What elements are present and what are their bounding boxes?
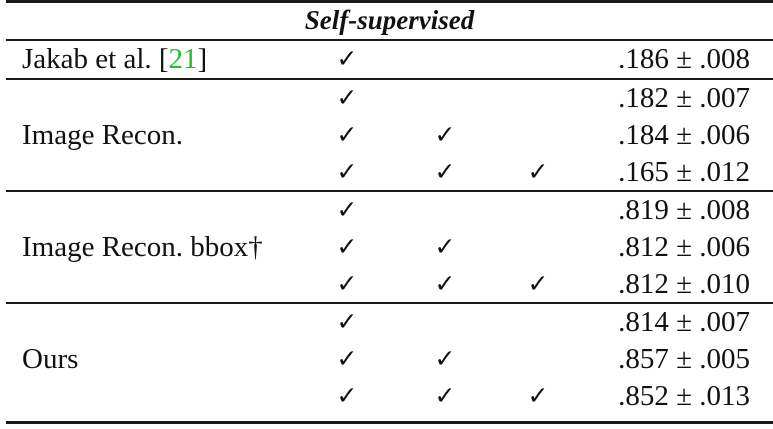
- check-mark: ✓: [336, 83, 358, 112]
- check-mark: ✓: [336, 344, 358, 373]
- check-mark: ✓: [336, 44, 358, 73]
- check-mark: ✓: [434, 381, 456, 410]
- check-mark: ✓: [527, 381, 549, 410]
- group-rule: [6, 302, 773, 304]
- row-label-image-recon: Image Recon.: [22, 119, 184, 151]
- metric-value: .165 ± .012: [618, 156, 750, 188]
- check-mark: ✓: [434, 269, 456, 298]
- check-mark: ✓: [336, 269, 358, 298]
- section-rule: [6, 39, 773, 41]
- metric-value: .819 ± .008: [618, 194, 750, 226]
- check-mark: ✓: [434, 344, 456, 373]
- check-mark: ✓: [527, 157, 549, 186]
- metric-value: .182 ± .007: [618, 82, 750, 114]
- check-mark: ✓: [434, 232, 456, 261]
- top-rule: [6, 0, 773, 3]
- metric-value: .814 ± .007: [618, 306, 750, 338]
- metric-value: .812 ± .006: [618, 231, 750, 263]
- row-label-jakab: Jakab et al. [21]: [22, 40, 207, 78]
- citation-link[interactable]: 21: [168, 43, 198, 75]
- check-mark: ✓: [336, 307, 358, 336]
- label-text: Jakab et al. [: [22, 43, 169, 75]
- metric-value: .812 ± .010: [618, 268, 750, 300]
- check-mark: ✓: [336, 120, 358, 149]
- row-label-ours: Ours: [22, 343, 79, 375]
- label-text-suffix: ]: [197, 43, 208, 75]
- metric-value: .852 ± .013: [618, 380, 750, 412]
- check-mark: ✓: [336, 232, 358, 261]
- bottom-rule: [6, 421, 773, 424]
- check-mark: ✓: [527, 269, 549, 298]
- row-label-image-recon-bbox: Image Recon. bbox†: [22, 231, 263, 263]
- group-rule: [6, 78, 773, 80]
- section-title: Self-supervised: [304, 5, 475, 35]
- check-mark: ✓: [336, 195, 358, 224]
- check-mark: ✓: [434, 157, 456, 186]
- metric-value: .186 ± .008: [618, 43, 750, 75]
- check-mark: ✓: [434, 120, 456, 149]
- check-mark: ✓: [336, 157, 358, 186]
- check-mark: ✓: [336, 381, 358, 410]
- metric-value: .857 ± .005: [618, 343, 750, 375]
- metric-value: .184 ± .006: [618, 119, 750, 151]
- group-rule: [6, 190, 773, 192]
